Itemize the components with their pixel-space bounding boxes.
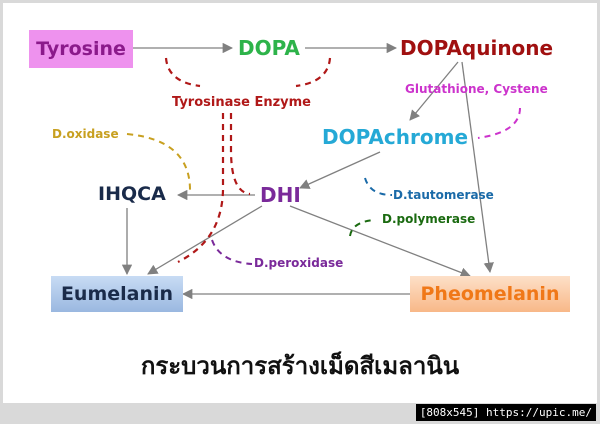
label-tautomerase: D.tautomerase bbox=[393, 188, 494, 202]
node-tyrosine: Tyrosine bbox=[29, 30, 133, 68]
node-eumelanin-label: Eumelanin bbox=[60, 283, 174, 305]
watermark-link[interactable]: [808x545] https://upic.me/ bbox=[415, 404, 596, 421]
peroxidase-path bbox=[211, 239, 253, 265]
tyrosinase-path-down-a bbox=[177, 113, 225, 263]
node-eumelanin: Eumelanin bbox=[51, 276, 183, 312]
label-polymerase: D.polymerase bbox=[382, 212, 476, 226]
polymerase-path bbox=[349, 219, 375, 237]
node-dopachrome: DOPAchrome bbox=[322, 125, 469, 149]
label-oxidase: D.oxidase bbox=[52, 127, 119, 141]
node-dopaquinone: DOPAquinone bbox=[400, 36, 554, 60]
arrow-dopaquinone-dopachrome bbox=[409, 61, 459, 121]
label-tyrosinase: Tyrosinase Enzyme bbox=[172, 95, 311, 110]
diagram-frame bbox=[3, 3, 597, 403]
node-dhi: DHI bbox=[260, 183, 301, 207]
node-pheomelanin: Pheomelanin bbox=[410, 276, 570, 312]
glutathione-path bbox=[477, 107, 521, 139]
diagram-caption: กระบวนการสร้างเม็ดสีเมลานิน bbox=[140, 352, 460, 380]
tautomerase-path bbox=[364, 177, 393, 196]
label-glutathione: Glutathione, Cystene bbox=[405, 82, 548, 96]
label-peroxidase: D.peroxidase bbox=[254, 256, 344, 270]
node-ihqca: IHQCA bbox=[98, 183, 166, 205]
arrow-dhi-eumelanin bbox=[147, 205, 263, 275]
arrow-dopaquinone-pheomelanin bbox=[461, 61, 494, 274]
node-dopa: DOPA bbox=[238, 36, 300, 60]
tyrosinase-path-right bbox=[295, 57, 332, 88]
tyrosinase-path-down-b bbox=[229, 113, 251, 196]
oxidase-path bbox=[126, 133, 191, 191]
arrow-dopachrome-dhi bbox=[299, 151, 381, 189]
node-tyrosine-label: Tyrosine bbox=[36, 38, 126, 60]
tyrosinase-path-left bbox=[164, 57, 201, 88]
node-pheomelanin-label: Pheomelanin bbox=[420, 283, 560, 305]
arrow-dhi-pheomelanin bbox=[289, 205, 471, 278]
